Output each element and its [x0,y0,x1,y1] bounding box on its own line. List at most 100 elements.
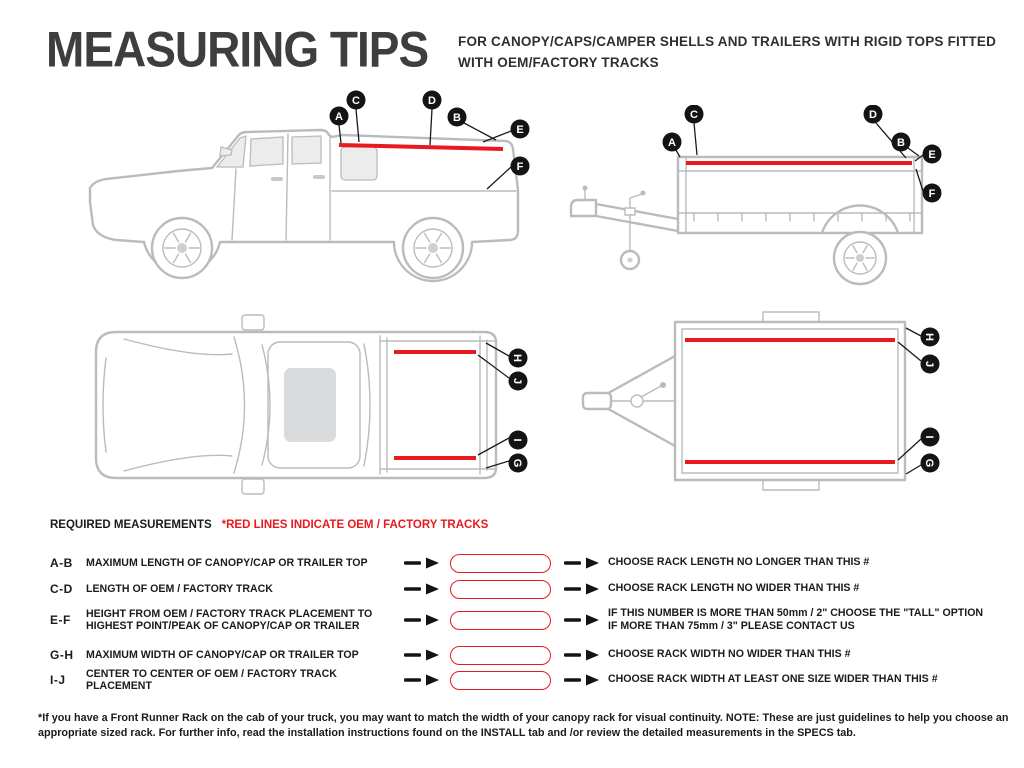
guideline-line-1: CHOOSE RACK LENGTH NO WIDER THAN THIS # [608,582,860,595]
measurement-row-ab: A-B MAXIMUM LENGTH OF CANOPY/CAP OR TRAI… [50,553,1000,573]
description-line-1: LENGTH OF OEM / FACTORY TRACK [86,582,273,595]
arrow-right-icon [404,649,439,661]
callout-badge-i: I [477,430,528,456]
jockey-wheel-top [630,394,644,408]
svg-text:A: A [335,111,343,123]
truck-top-view-diagram: H J I G [82,312,532,502]
svg-text:J: J [511,378,523,384]
measurement-guideline: CHOOSE RACK WIDTH AT LEAST ONE SIZE WIDE… [608,673,1000,687]
measurement-key: A-B [50,556,73,570]
truck-top-view-drawing: H J I G [94,314,528,495]
trailer-top-view-diagram: H J I G [575,308,965,498]
truck-side-view-diagram: A C D B E F [80,90,540,300]
measurement-description: MAXIMUM WIDTH OF CANOPY/CAP OR TRAILER T… [86,649,404,662]
description-line-2: HIGHEST POINT/PEAK OF CANOPY/CAP OR TRAI… [86,620,360,632]
description-line-1: CENTER TO CENTER OF OEM / FACTORY TRACK … [86,667,337,693]
trailer-top-view-drawing: H J I G [581,311,940,491]
trailer-side-view-diagram: A C D B E F [560,104,950,300]
measurement-entry-box [450,645,551,665]
side-mirror [219,146,233,157]
arrow-right-icon [564,557,599,569]
arrow-right-icon [564,583,599,595]
callout-badge-f: F [915,168,942,203]
svg-text:B: B [897,137,905,149]
callout-badge-g: G [485,453,528,473]
trailer-wheel [832,230,888,286]
callout-badge-h: H [485,342,528,368]
callout-badge-f: F [486,156,530,190]
trailer-top-callouts: H J I G [897,327,940,475]
door-handle [313,175,325,179]
rear-door-window [291,135,322,165]
hitch-coupler [569,198,598,218]
callout-badge-c: C [684,104,704,156]
svg-text:A: A [668,137,676,149]
measurement-key: C-D [50,582,73,596]
measurement-entry-box [450,579,551,599]
factory-track-line [685,338,895,464]
measurement-key: I-J [50,673,66,687]
callout-badge-b: B [447,107,497,141]
svg-text:F: F [517,161,524,173]
measurement-guideline: CHOOSE RACK LENGTH NO LONGER THAN THIS # [608,556,1000,570]
arrow-right-icon [404,583,439,595]
callout-badge-j: J [477,354,528,391]
measurement-entry-box [450,610,551,630]
svg-text:D: D [428,95,436,107]
description-line-1: HEIGHT FROM OEM / FACTORY TRACK PLACEMEN… [86,607,373,620]
measurement-description: CENTER TO CENTER OF OEM / FACTORY TRACK … [86,668,404,693]
measurement-description: LENGTH OF OEM / FACTORY TRACK [86,583,404,596]
jockey-bracket [624,207,636,216]
door-handle [271,177,283,181]
guideline-line-1: CHOOSE RACK LENGTH NO LONGER THAN THIS # [608,556,870,569]
front-door-window [249,136,284,167]
measurement-description: MAXIMUM LENGTH OF CANOPY/CAP OR TRAILER … [86,557,404,570]
svg-text:H: H [511,354,523,362]
callout-badge-a: A [662,132,682,158]
callout-badge-d: D [863,104,907,159]
truck-side-view-drawing: A C D B E F [88,90,530,283]
factory-track-line [394,350,476,460]
guideline-line-1: CHOOSE RACK WIDTH AT LEAST ONE SIZE WIDE… [608,673,938,686]
guideline-line-1: IF THIS NUMBER IS MORE THAN 50mm / 2" CH… [608,606,984,619]
red-track-note: *RED LINES INDICATE OEM / FACTORY TRACKS [221,519,489,531]
svg-text:C: C [352,95,360,107]
arrow-right-icon [404,614,439,626]
measurement-row-gh: G-H MAXIMUM WIDTH OF CANOPY/CAP OR TRAIL… [50,645,1000,665]
arrow-right-icon [564,674,599,686]
measurement-key: G-H [50,648,74,662]
callout-badge-e: E [914,144,942,164]
arrow-right-icon [564,649,599,661]
measurement-description: HEIGHT FROM OEM / FACTORY TRACK PLACEMEN… [86,608,404,633]
subtitle-line-2: WITH OEM/FACTORY TRACKS [458,55,659,70]
fender [820,204,900,235]
truck-top-callouts: H J I G [477,342,528,473]
svg-text:J: J [923,361,935,367]
arrow-right-icon [564,614,599,626]
description-line-1: MAXIMUM LENGTH OF CANOPY/CAP OR TRAILER … [86,556,368,569]
measurement-row-ef: E-F HEIGHT FROM OEM / FACTORY TRACK PLAC… [50,601,1000,639]
svg-text:I: I [511,438,523,441]
subtitle-line-1: FOR CANOPY/CAPS/CAMPER SHELLS AND TRAILE… [458,34,997,49]
hitch-coupler [581,391,613,411]
callout-badge-d: D [422,90,442,146]
arrow-right-icon [404,557,439,569]
front-wheel [150,216,214,280]
guideline-line-2: IF MORE THAN 75mm / 3" PLEASE CONTACT US [608,620,855,632]
svg-text:H: H [923,333,935,341]
description-line-1: MAXIMUM WIDTH OF CANOPY/CAP OR TRAILER T… [86,648,359,661]
svg-text:D: D [869,109,877,121]
svg-text:I: I [923,435,935,438]
page-subtitle: FOR CANOPY/CAPS/CAMPER SHELLS AND TRAILE… [458,31,996,73]
svg-text:B: B [453,112,461,124]
guideline-line-1: CHOOSE RACK WIDTH NO WIDER THAN THIS # [608,648,851,661]
footnote: *If you have a Front Runner Rack on the … [38,712,1009,739]
measurement-guideline: CHOOSE RACK LENGTH NO WIDER THAN THIS # [608,582,1000,596]
callout-badge-b: B [891,132,920,157]
trailer-body-outline [569,155,924,286]
svg-text:E: E [928,149,935,161]
svg-text:G: G [511,459,523,468]
sunroof [284,368,336,442]
factory-track-line [338,143,504,151]
measurement-row-cd: C-D LENGTH OF OEM / FACTORY TRACK CHOOSE… [50,579,1000,599]
